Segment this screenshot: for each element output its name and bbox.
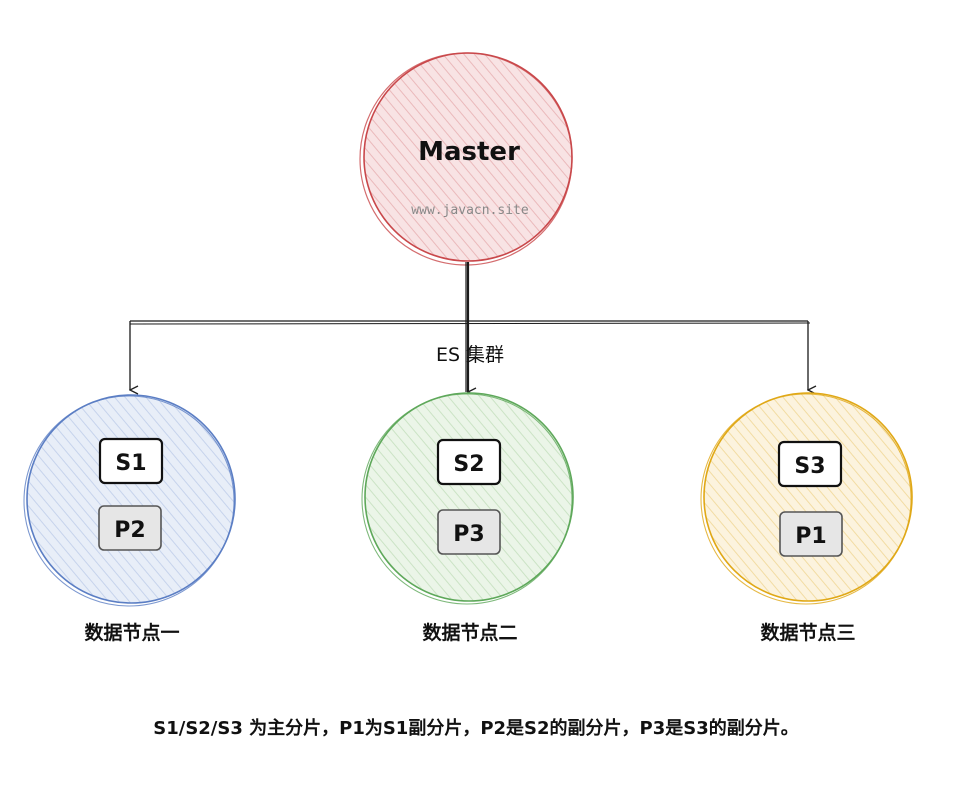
cluster-label: ES 集群 (436, 344, 504, 366)
primary-shard-box (777, 440, 843, 488)
replica-shard-label: P1 (795, 524, 826, 549)
data-node-1: S1 P2 (23, 394, 236, 607)
primary-shard-box (436, 438, 502, 486)
data-node-3: S3 P1 (700, 392, 913, 605)
primary-shard-label: S3 (794, 454, 825, 479)
data-node-1-label: 数据节点一 (84, 621, 179, 644)
master-node: Master www.javacn.site (359, 52, 573, 266)
caption: S1/S2/S3 为主分片，P1为S1副分片，P2是S2的副分片，P3是S3的副… (153, 717, 799, 739)
data-node-3-label: 数据节点三 (760, 621, 855, 644)
watermark-text: www.javacn.site (411, 203, 529, 218)
master-title: Master (418, 137, 520, 167)
data-node-2-label: 数据节点二 (422, 621, 517, 644)
replica-shard-label: P2 (114, 518, 145, 543)
primary-shard-box (98, 437, 164, 485)
data-node-2: S2 P3 (361, 392, 574, 605)
replica-shard-box (779, 511, 843, 557)
replica-shard-box (437, 509, 501, 555)
connector-lines (130, 262, 810, 392)
primary-shard-label: S2 (453, 452, 484, 477)
replica-shard-label: P3 (453, 522, 484, 547)
replica-shard-box (98, 505, 162, 551)
primary-shard-label: S1 (115, 451, 146, 476)
